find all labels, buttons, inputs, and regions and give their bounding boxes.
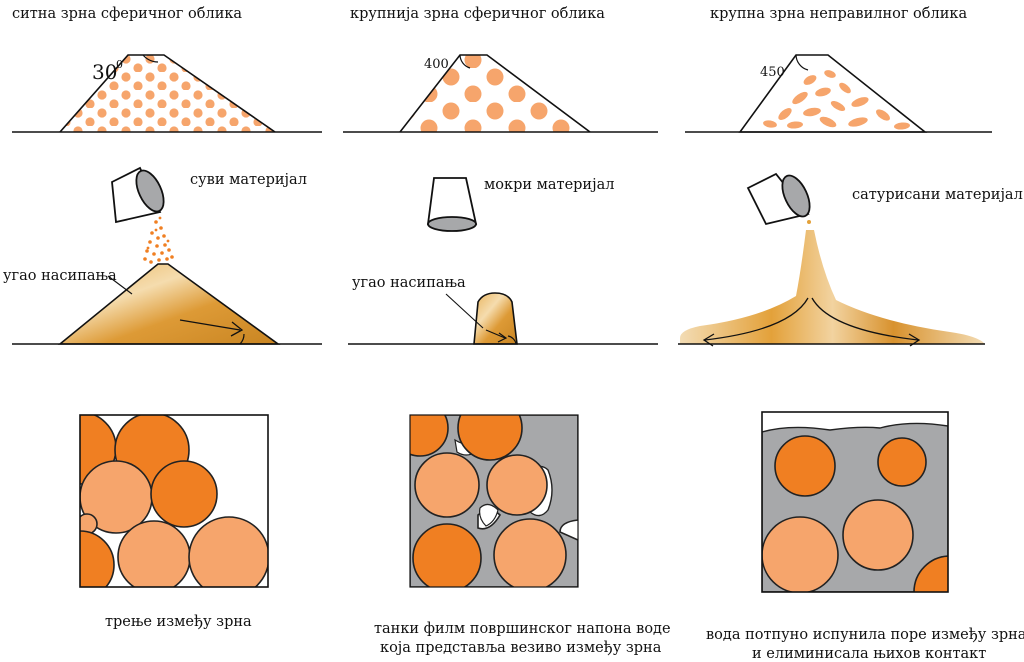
frame: [79, 414, 269, 588]
wet-sand-lump: [348, 292, 658, 345]
angle-arc: [142, 54, 159, 63]
dry-angle-label: угао насипања: [3, 268, 117, 284]
coarse-grains-title: крупнија зрна сферичног облика: [350, 6, 605, 22]
irregular-grains-title: крупна зрна неправилног облика: [710, 6, 967, 22]
wet-material-label: мокри материјал: [484, 177, 614, 193]
dry-bucket-icon: [111, 166, 165, 224]
angle-arc: [795, 54, 809, 71]
falling-grains: [143, 216, 174, 264]
filled-pores-box: [761, 411, 949, 593]
filled-caption-line2: и елиминисала њихов контакт: [752, 646, 986, 662]
dry-material-label: суви материјал: [190, 172, 307, 188]
friction-caption: трење између зрна: [105, 614, 252, 630]
fine-angle-value: 30: [92, 60, 117, 84]
coarse-grain-pile: [343, 54, 658, 133]
wet-angle-pointer: [445, 293, 484, 329]
frame: [761, 411, 949, 593]
saturated-bucket-icon: [746, 172, 811, 226]
fine-grain-pile: [12, 54, 322, 133]
frame: [409, 414, 579, 588]
wet-bucket-icon: [426, 177, 478, 232]
saturated-material-label: сатурисани материјал: [852, 187, 1023, 203]
film-caption-line1: танки филм површинског напона воде: [374, 621, 671, 637]
filled-caption-line1: вода потпуно испунила поре између зрна: [706, 627, 1024, 643]
angle-arc: [459, 54, 471, 69]
fine-grains-title: ситна зрна сферичног облика: [12, 6, 242, 22]
irregular-angle-value: 450: [760, 65, 785, 80]
irregular-grain-pile: [685, 54, 992, 133]
wet-angle-label: угао насипања: [352, 275, 466, 291]
dry-angle-pointer: [107, 275, 133, 295]
dry-sand-pile: [12, 263, 322, 345]
friction-grains-box: [79, 414, 269, 588]
saturated-sand-flow: [678, 220, 985, 347]
flow-arrow-left: [704, 297, 809, 341]
flow-arrow-right: [811, 297, 919, 341]
fine-angle-degree: 0: [116, 58, 123, 71]
coarse-angle-value: 400: [424, 57, 449, 72]
angle-arrow: [179, 319, 241, 331]
film-caption-line2: која представља везиво између зрна: [380, 640, 662, 656]
water-film-box: [409, 414, 579, 588]
